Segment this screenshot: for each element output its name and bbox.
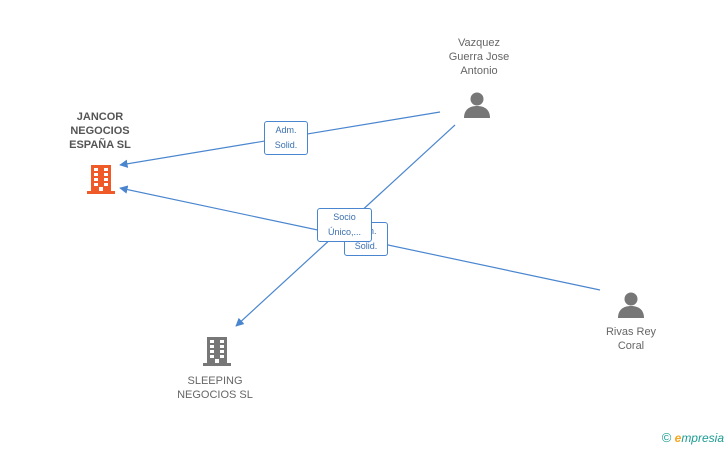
person-icon[interactable] — [616, 290, 646, 320]
rivas-label[interactable]: Rivas Rey Coral — [605, 326, 657, 352]
vazquez-label[interactable]: Vazquez Guerra Jose Antonio — [448, 37, 510, 77]
sleeping-label[interactable]: SLEEPING NEGOCIOS SL — [177, 375, 253, 401]
jancor-label[interactable]: JANCOR NEGOCIOS ESPAÑA SL — [69, 111, 131, 151]
person-icon[interactable] — [462, 90, 492, 120]
empresia-logo: © empresia — [662, 430, 724, 445]
building-icon[interactable] — [201, 335, 233, 367]
edge-label-vazquez-jancor[interactable]: Adm. Solid. — [264, 121, 308, 155]
building-icon[interactable] — [85, 163, 117, 195]
edge-label-vazquez-sleeping[interactable]: Socio Único,... — [317, 208, 372, 242]
brand-e: e — [674, 431, 682, 445]
brand-rest: mpresia — [681, 431, 724, 445]
copyright-symbol: © — [661, 430, 672, 445]
